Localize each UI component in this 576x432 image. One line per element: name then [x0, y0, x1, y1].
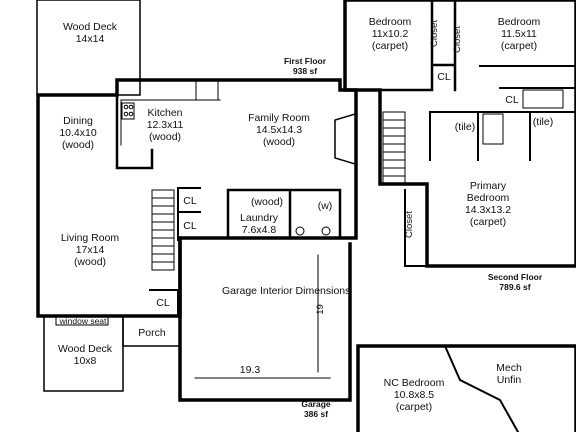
mech-label: Mech Unfin — [486, 362, 532, 386]
room-dims: 17x14 — [75, 244, 105, 256]
room-floor: (carpet) — [371, 40, 409, 52]
floor-area: 789.6 sf — [499, 282, 531, 292]
room-dims: 10x8 — [73, 355, 97, 367]
floor-name: Garage — [301, 399, 331, 409]
laundry-walls — [226, 188, 342, 240]
kitchen-label: Kitchen 12.3x11 (wood) — [135, 107, 195, 143]
room-dims: 7.6x4.8 — [241, 224, 277, 236]
laundry-sink-icon — [295, 226, 305, 236]
garage-interior-label: Garage Interior Dimensions — [222, 285, 351, 297]
cl-label-2: CL — [183, 220, 197, 232]
nc-bedroom-label: NC Bedroom 10.8x8.5 (carpet) — [374, 377, 454, 413]
garage-width-value: 19.3 — [239, 364, 261, 376]
stairs-second-floor — [382, 111, 406, 185]
garage-outline — [178, 236, 352, 402]
laundry-floor-label: (wood) — [250, 196, 284, 208]
garage-depth-value: 19 — [314, 304, 326, 315]
closet-label-b: Closet — [451, 26, 463, 53]
hall-wall — [479, 65, 576, 89]
room-floor: (wood) — [148, 131, 182, 143]
room-name: Laundry — [240, 212, 278, 224]
cl-walls-first — [177, 187, 201, 241]
floor-name: First Floor — [283, 56, 327, 66]
washer-label: (w) — [317, 200, 333, 212]
second-floor-label: Second Floor 789.6 sf — [482, 272, 548, 292]
fireplace — [334, 113, 356, 165]
room-floor: (carpet) — [469, 216, 507, 228]
primary-closet-wall — [404, 189, 428, 267]
washer-icon — [321, 226, 331, 236]
window-seat-outline — [55, 315, 109, 326]
room-dims: 14.3x13.2 — [464, 204, 512, 216]
room-name: Mech — [496, 362, 522, 374]
stove-icon — [121, 102, 135, 120]
room-dims: 14.5x14.3 — [255, 124, 303, 136]
stairs-first-floor — [151, 189, 175, 271]
room-name: Wood Deck — [57, 343, 113, 355]
porch-label: Porch — [138, 327, 166, 339]
bathtub-icon — [482, 113, 504, 145]
room-floor: (carpet) — [395, 401, 433, 413]
bedroom-right-label: Bedroom 11.5x11 (carpet) — [484, 16, 554, 52]
room-floor: (wood) — [262, 136, 296, 148]
living-room-label: Living Room 17x14 (wood) — [55, 232, 125, 268]
room-name: Primary Bedroom — [466, 180, 510, 204]
room-name: Kitchen — [147, 107, 183, 119]
mech-wall — [443, 344, 520, 432]
room-dims: 11x10.2 — [371, 28, 409, 40]
room-name: NC Bedroom — [383, 377, 445, 389]
bathtub-upper-icon — [522, 89, 564, 109]
cl-label-4: CL — [437, 71, 451, 83]
kitchen-wall — [115, 93, 154, 170]
room-sub: Unfin — [496, 374, 522, 386]
floor-area: 938 sf — [292, 66, 318, 76]
room-name: Dining — [63, 115, 93, 127]
room-dims: 14x14 — [75, 33, 105, 45]
room-name: Wood Deck — [62, 21, 118, 33]
cl-lower-walls — [149, 289, 179, 317]
room-dims: 11.5x11 — [501, 28, 537, 40]
primary-bedroom-label: Primary Bedroom 14.3x13.2 (carpet) — [452, 180, 524, 228]
room-floor: (wood) — [73, 256, 107, 268]
closet-label-a: Closet — [428, 20, 440, 47]
room-floor: (wood) — [61, 139, 95, 151]
closet-wall-top — [343, 0, 457, 92]
lower-level-outline — [356, 344, 576, 432]
floor-name: Second Floor — [487, 272, 543, 282]
bath-tile-right-label: (tile) — [532, 116, 554, 128]
bath-walls — [429, 111, 576, 161]
room-dims: 10.4x10 — [59, 127, 97, 139]
window-seat-label: window seat — [59, 316, 107, 326]
floor-area: 386 sf — [303, 409, 329, 419]
room-dims: 10.8x8.5 — [393, 389, 435, 401]
bath-tile-left-label: (tile) — [454, 121, 476, 133]
wood-deck-top-label: Wood Deck 14x14 — [50, 21, 130, 45]
kitchen-counter — [120, 81, 221, 146]
room-name: Bedroom — [497, 16, 541, 28]
bedroom-left-label: Bedroom 11x10.2 (carpet) — [355, 16, 425, 52]
room-dims: 12.3x11 — [146, 119, 184, 131]
closet-label-c: Closet — [403, 211, 415, 238]
laundry-label: Laundry 7.6x4.8 — [232, 212, 286, 236]
room-name: Bedroom — [368, 16, 412, 28]
room-name: Family Room — [248, 112, 310, 124]
family-room-label: Family Room 14.5x14.3 (wood) — [234, 112, 324, 148]
room-name: Living Room — [60, 232, 120, 244]
garage-area-label: Garage 386 sf — [296, 399, 336, 419]
dining-label: Dining 10.4x10 (wood) — [48, 115, 108, 151]
cl-label-1: CL — [183, 195, 197, 207]
room-floor: (carpet) — [500, 40, 538, 52]
cl-label-5: CL — [505, 94, 519, 106]
cl-label-3: CL — [156, 297, 170, 309]
wood-deck-bottom-label: Wood Deck 10x8 — [50, 343, 120, 367]
first-floor-label: First Floor 938 sf — [270, 56, 340, 76]
